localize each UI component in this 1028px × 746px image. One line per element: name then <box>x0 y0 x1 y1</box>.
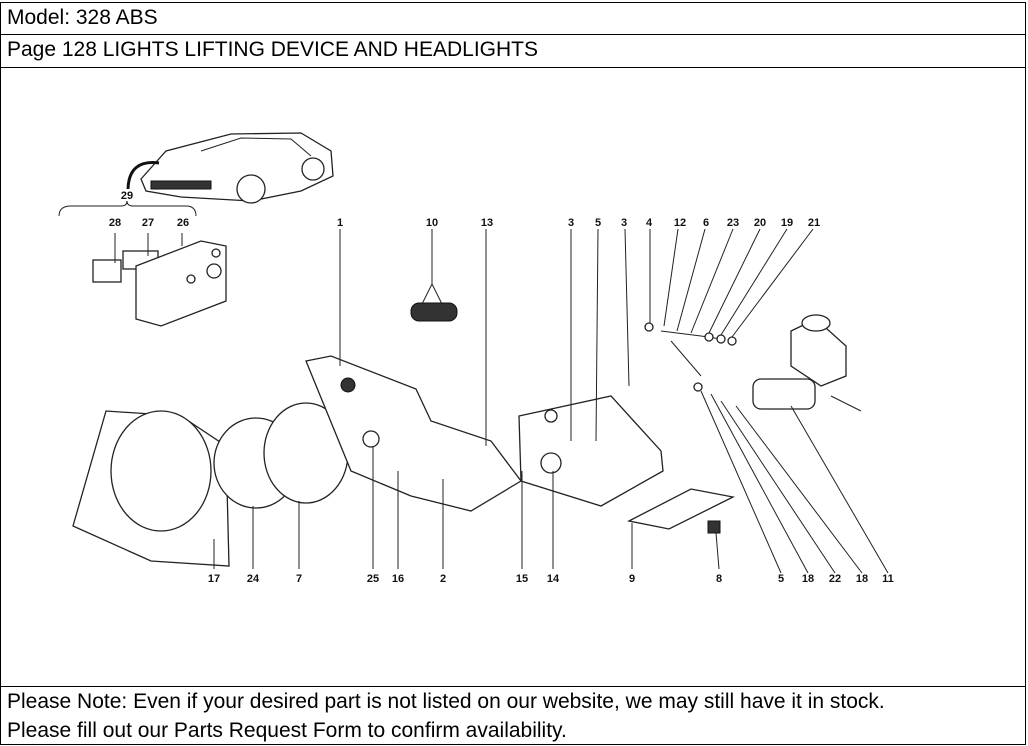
page-title-row: Page 128 LIGHTS LIFTING DEVICE AND HEADL… <box>0 34 1026 68</box>
relay-and-control-unit <box>92 240 227 327</box>
headlight-housing <box>305 355 522 512</box>
callout-27: 27 <box>142 217 154 229</box>
callout-7: 7 <box>296 573 302 585</box>
callout-13: 13 <box>481 217 493 229</box>
callout-28: 28 <box>109 217 121 229</box>
car-illustration <box>126 132 334 204</box>
group-bracket <box>58 200 197 217</box>
callout-29: 29 <box>121 190 133 202</box>
part-9-bracket <box>627 488 736 530</box>
mounting-plate <box>518 395 664 507</box>
leader-lines <box>114 228 889 574</box>
callout-15: 15 <box>516 573 528 585</box>
parts-diagram: 29 <box>58 132 894 585</box>
callout-25: 25 <box>367 573 379 585</box>
callout-17: 17 <box>208 573 220 585</box>
callout-22: 22 <box>829 573 841 585</box>
callout-11: 11 <box>882 573 894 585</box>
callout-1: 1 <box>337 217 343 229</box>
lift-motor <box>752 314 862 412</box>
callout-16: 16 <box>392 573 404 585</box>
callout-14: 14 <box>547 573 560 585</box>
footer-note-line-1: Please Note: Even if your desired part i… <box>7 690 885 713</box>
callout-2: 2 <box>440 573 446 585</box>
model-header: Model: 328 ABS <box>0 2 1026 35</box>
callout-9: 9 <box>629 573 635 585</box>
callout-5a: 5 <box>595 217 601 229</box>
callout-20: 20 <box>754 217 766 229</box>
footer-note: Please Note: Even if your desired part i… <box>0 686 1026 745</box>
callout-8: 8 <box>716 573 722 585</box>
callout-19: 19 <box>781 217 793 229</box>
page-title: Page 128 LIGHTS LIFTING DEVICE AND HEADL… <box>7 38 538 61</box>
callout-5b: 5 <box>778 573 784 585</box>
callout-3b: 3 <box>621 217 627 229</box>
parts-diagram-panel: 29 <box>0 67 1026 687</box>
callout-6: 6 <box>703 217 709 229</box>
part-10-illustration <box>410 282 458 322</box>
callout-10: 10 <box>426 217 438 229</box>
callout-4: 4 <box>646 217 653 229</box>
callout-24: 24 <box>247 573 260 585</box>
callout-18b: 18 <box>856 573 868 585</box>
callout-26: 26 <box>177 217 189 229</box>
callout-12: 12 <box>674 217 686 229</box>
callout-23: 23 <box>727 217 739 229</box>
callout-18a: 18 <box>802 573 814 585</box>
callout-21: 21 <box>808 217 820 229</box>
callout-3a: 3 <box>568 217 574 229</box>
footer-note-line-2: Please fill out our Parts Request Form t… <box>7 719 567 742</box>
headlight-surround <box>72 410 230 567</box>
model-label: Model: 328 ABS <box>7 6 158 29</box>
